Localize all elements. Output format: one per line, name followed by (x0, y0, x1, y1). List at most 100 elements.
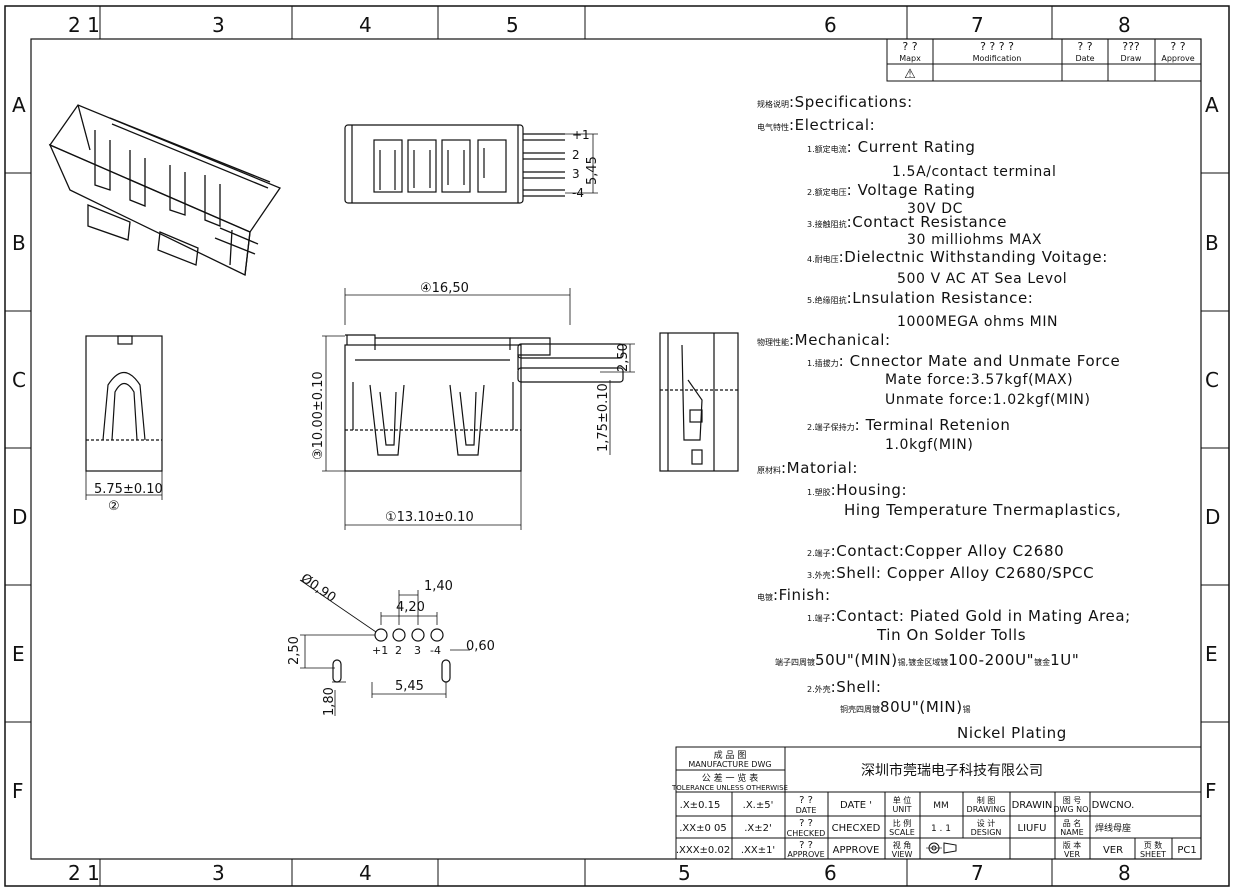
pcb-slot-width-dim: 0,60 (466, 639, 495, 654)
left-end-view: 5.75±0.10 ② (85, 335, 163, 514)
tb-scale-cn: 比 例 (893, 818, 912, 828)
spec-line: 100-200U" (948, 651, 1035, 669)
spec-cn: 镀金 (1034, 658, 1051, 667)
pcb-pin-label: 3 (414, 644, 421, 657)
tb-dwgno: DWG NO. (1053, 805, 1090, 814)
spec-line: 500 V AC AT Sea Levol (897, 271, 1068, 287)
rev-col-4-cn: ??? (1122, 40, 1140, 53)
spec-cn: 原材料 (757, 466, 781, 475)
tb-approve-value: APPROVE (833, 845, 880, 856)
pcb-span-dim: 5,45 (395, 679, 424, 694)
pcb-pin-label: 2 (395, 644, 402, 657)
title-block: 成 品 图 MANUFACTURE DWG 公 差 一 览 表 TOLERANC… (671, 746, 1202, 860)
rev-col-5-cn: ? ? (1170, 40, 1185, 53)
tb-sheet-value: PC1 (1177, 845, 1196, 856)
rev-col-2: Modification (973, 54, 1022, 63)
tb-unit: UNIT (892, 805, 911, 814)
spec-line: :Contact:Copper Alloy C2680 (830, 542, 1065, 560)
col-label-bottom: 5 (678, 861, 691, 885)
tb-dwgno-value: DWCNO. (1092, 800, 1135, 811)
tb-ver-cn: 版 本 (1063, 840, 1082, 850)
col-label-bottom: 2 1 (68, 861, 100, 885)
pcb-pitch-b-dim: 4,20 (396, 600, 425, 615)
side-pin-dim: 2,50 (616, 343, 631, 372)
front-height-dim: ③10.00±0.10 (311, 371, 326, 460)
tb-date-cn: ? ? (799, 795, 813, 806)
tb-name: NAME (1060, 828, 1083, 837)
spec-line: Unmate force:1.02kgf(MIN) (885, 392, 1091, 408)
spec-cn: 锡,镀金区域镀 (897, 658, 949, 667)
spec-line: :Contact Resistance (846, 213, 1008, 231)
top-view: +1 2 3 -4 5,45 (344, 124, 600, 204)
spec-cn: 2.端子 (807, 549, 831, 558)
spec-cn: 4.耐电压 (807, 255, 839, 264)
col-label-top: 2 1 (68, 13, 100, 37)
tb-tol: TOLERANCE UNLESS OTHERWISE (671, 784, 788, 792)
spec-cn: 5.绝缘阻抗 (807, 296, 847, 305)
tb-mfg: MANUFACTURE DWG (688, 760, 771, 769)
tb-checked-cn: ? ? (799, 818, 813, 829)
spec-line: :Mechanical: (789, 331, 891, 349)
row-label-right: A (1205, 93, 1219, 117)
col-label-top: 6 (824, 13, 837, 37)
pcb-pin-label: -4 (430, 644, 441, 657)
spec-line: :Finish: (773, 586, 831, 604)
rev-col-3: Date (1075, 54, 1094, 63)
spec-line: :Shell: (830, 678, 882, 696)
col-label-bottom: 8 (1118, 861, 1131, 885)
spec-line: 1000MEGA ohms MIN (897, 314, 1059, 330)
tb-drawing: DRAWING (967, 805, 1006, 814)
spec-line: :Lnsulation Resistance: (846, 289, 1034, 307)
spec-cn: 规格说明 (757, 100, 789, 109)
tb-date: DATE (796, 806, 817, 815)
spec-cn: 1.插拔力 (807, 359, 839, 368)
row-label-right: E (1205, 642, 1218, 666)
side-offset-dim: 1,75±0.10 (596, 383, 611, 452)
col-label-top: 4 (359, 13, 372, 37)
spec-line: : Cnnector Mate and Unmate Force (838, 352, 1121, 370)
spec-line: :Matorial: (781, 459, 858, 477)
top-pin-label: 2 (572, 148, 580, 162)
spec-line: 80U"(MIN) (880, 698, 963, 716)
grid-ticks (5, 6, 1229, 886)
row-label-right: D (1205, 505, 1220, 529)
spec-cn: 电镀 (757, 593, 773, 602)
tb-drawing-value: DRAWIN (1012, 800, 1053, 811)
col-label-bottom: 4 (359, 861, 372, 885)
tb-checked-value: CHECXED (832, 823, 881, 834)
spec-line: 50U"(MIN) (815, 651, 898, 669)
rev-col-3-cn: ? ? (1077, 40, 1092, 53)
tb-company: 深圳市莞瑞电子科技有限公司 (861, 762, 1043, 779)
tb-mfg-cn: 成 品 图 (714, 749, 747, 761)
col-label-bottom: 7 (971, 861, 984, 885)
tb-design-value: LIUFU (1018, 823, 1047, 834)
spec-line: 1.5A/contact terminal (892, 164, 1057, 180)
tb-drawing-cn: 制 图 (977, 795, 996, 805)
top-pin-label: +1 (572, 128, 590, 142)
tb-approve-cn: ? ? (799, 840, 813, 851)
row-label-left: B (12, 231, 26, 255)
pcb-slot-height-dim: 1,80 (322, 687, 337, 716)
pcb-hole-dim: Ø0,90 (298, 571, 339, 606)
spec-line: 30V DC (907, 201, 963, 217)
row-label-left: D (12, 505, 27, 529)
spec-cn: 2.外壳 (807, 685, 831, 694)
row-label-left: E (12, 642, 25, 666)
pcb-pitch-a-dim: 1,40 (424, 579, 453, 594)
pcb-row-dim: 2,50 (287, 636, 302, 665)
tb-unit-value: MM (933, 801, 949, 811)
spec-cn: 物理性能 (757, 338, 789, 347)
isometric-view (48, 104, 281, 276)
top-pitch-dim: 5,45 (585, 156, 600, 185)
spec-cn: 端子四周镀 (775, 658, 815, 667)
rev-col-1-cn: ? ? (902, 40, 917, 53)
spec-cn: 1.额定电流 (807, 145, 847, 154)
revision-table: ? ? Mapx ? ? ? ? Modification ? ? Date ?… (886, 38, 1202, 82)
col-label-top: 3 (212, 13, 225, 37)
tb-scale-value: 1 . 1 (931, 824, 951, 834)
inner-border (30, 38, 1202, 860)
spec-line: Nickel Plating (957, 724, 1067, 742)
front-width-dim: ④16,50 (420, 281, 469, 296)
row-label-left: C (12, 368, 26, 392)
top-pin-label: 3 (572, 167, 580, 181)
